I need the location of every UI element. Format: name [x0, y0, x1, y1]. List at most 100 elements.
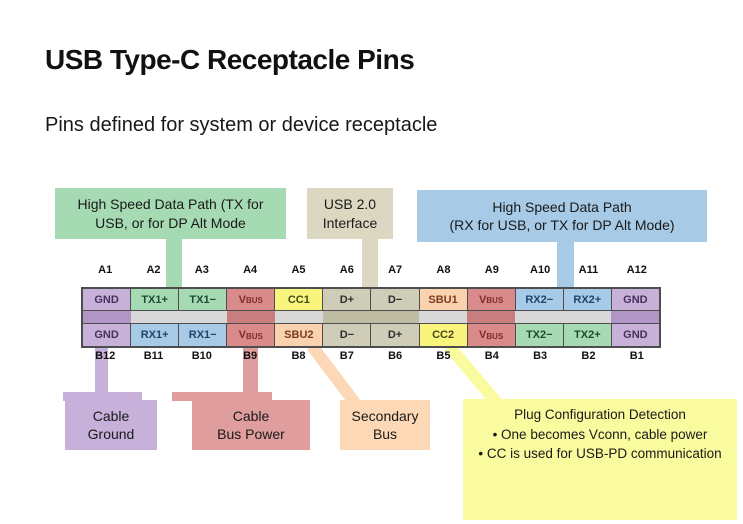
callout-line: Ground [87, 426, 135, 442]
page-subtitle: Pins defined for system or device recept… [45, 114, 438, 136]
pin-cell: GND [610, 324, 659, 346]
callout-line: High Speed Data Path (TX for [77, 196, 264, 213]
pin-cell: D+ [370, 324, 419, 346]
pin-number: A5 [291, 264, 306, 276]
pin-label: RX2− [525, 293, 554, 306]
pin-number: B6 [388, 350, 403, 362]
callout-line: USB, or for DP Alt Mode [95, 214, 246, 231]
pin-label: CC1 [287, 293, 310, 306]
mid-band-segment [83, 311, 131, 323]
pin-cell: RX2+ [562, 289, 611, 310]
pin-label: SBU1 [428, 293, 458, 306]
mid-band-segment [419, 311, 467, 323]
pin-label: RX2+ [573, 293, 602, 306]
mid-band-segment [371, 311, 419, 323]
callout-line: Cable [232, 407, 270, 424]
callout-line: Bus [372, 426, 398, 442]
page-title: USB Type-C Receptacle Pins [45, 44, 415, 75]
pin-cell: RX1+ [130, 324, 179, 346]
mid-band-segment [611, 311, 659, 323]
connector-tx-pair [166, 237, 182, 289]
pin-label: TX2+ [574, 329, 601, 341]
mid-band-segment [467, 311, 515, 323]
callout-bullet: One becomes Vconn, cable power [493, 425, 707, 445]
pin-cell: GND [83, 289, 131, 310]
pin-cell: D− [370, 289, 419, 310]
callout-line: Bus Power [217, 426, 285, 442]
pin-label: TX1+ [141, 293, 168, 306]
callout-cable-ground: Cable Ground [65, 400, 157, 450]
pin-label: V [479, 293, 487, 306]
pin-label: GND [94, 329, 119, 341]
pin-label: GND [623, 293, 648, 306]
callout-rx-data-path: High Speed Data Path (RX for USB, or TX … [417, 190, 707, 242]
pin-label: CC2 [432, 329, 455, 341]
connector-rx-pair [557, 241, 574, 289]
connector-cable-ground-bar [63, 392, 142, 401]
pin-cell: GND [610, 289, 659, 310]
connector-usb2-pair [362, 237, 378, 289]
pin-label: TX1− [189, 293, 216, 306]
pin-cell: GND [83, 324, 131, 346]
callout-line: High Speed Data Path [492, 198, 632, 215]
pin-number: A7 [388, 264, 403, 276]
pin-number: B9 [243, 350, 258, 362]
pin-number: A9 [484, 264, 499, 276]
callout-cable-bus-power: Cable Bus Power [192, 400, 310, 450]
pin-label: D+ [387, 329, 403, 341]
callout-line: USB 2.0 [323, 196, 377, 213]
pin-number: A2 [146, 264, 161, 276]
mid-band-segment [323, 311, 371, 323]
pin-number: A6 [339, 264, 354, 276]
mid-band-segment [515, 311, 563, 323]
callout-line: Interface [322, 214, 378, 231]
mid-band [83, 310, 659, 324]
pin-label: V [479, 329, 487, 341]
pin-number: B10 [191, 350, 212, 362]
callout-line: Secondary [351, 407, 419, 424]
pin-label: GND [623, 329, 648, 341]
connector-cable-ground [95, 346, 108, 400]
mid-band-segment [227, 311, 275, 323]
pin-number: B4 [484, 350, 499, 362]
pin-cell: RX1− [178, 324, 227, 346]
mid-band-segment [275, 311, 323, 323]
callout-title: Plug Configuration Detection [514, 407, 686, 422]
pin-cell: TX2+ [562, 324, 611, 346]
pin-label-suffix: BUS [486, 296, 504, 305]
pin-label: D− [387, 293, 403, 306]
pin-number: B7 [339, 350, 354, 362]
callout-line: Cable [92, 407, 130, 424]
pin-label: V [238, 293, 246, 306]
pin-label: SBU2 [284, 329, 314, 341]
pin-label-suffix: BUS [246, 296, 263, 305]
pin-cell: D+ [322, 289, 371, 310]
pin-label: V [238, 329, 246, 341]
pin-cell: TX2− [514, 324, 563, 346]
callout-tx-data-path: High Speed Data Path (TX for USB, or for… [55, 188, 286, 239]
callout-secondary-bus: Secondary Bus [340, 400, 430, 450]
pin-number: B2 [581, 350, 596, 362]
mid-band-segment [179, 311, 227, 323]
pin-number: A12 [626, 264, 647, 276]
mid-band-segment [131, 311, 179, 323]
pin-label-suffix: BUS [246, 331, 263, 341]
pin-label: GND [94, 293, 119, 306]
pin-number: B5 [436, 350, 451, 362]
pin-number: B1 [629, 350, 644, 362]
pin-cell: TX1+ [130, 289, 179, 310]
pin-cell: CC2 [418, 324, 467, 346]
pin-cell: CC1 [274, 289, 323, 310]
pin-number: B3 [533, 350, 548, 362]
pin-cell: SBU1 [418, 289, 467, 310]
pin-number: A8 [436, 264, 451, 276]
pin-number: B8 [291, 350, 306, 362]
callout-bullet: CC is used for USB-PD communication [478, 444, 722, 464]
pin-label-suffix: BUS [486, 331, 504, 341]
pin-number: A4 [243, 264, 258, 276]
callout-usb2-interface: USB 2.0 Interface [307, 188, 393, 239]
